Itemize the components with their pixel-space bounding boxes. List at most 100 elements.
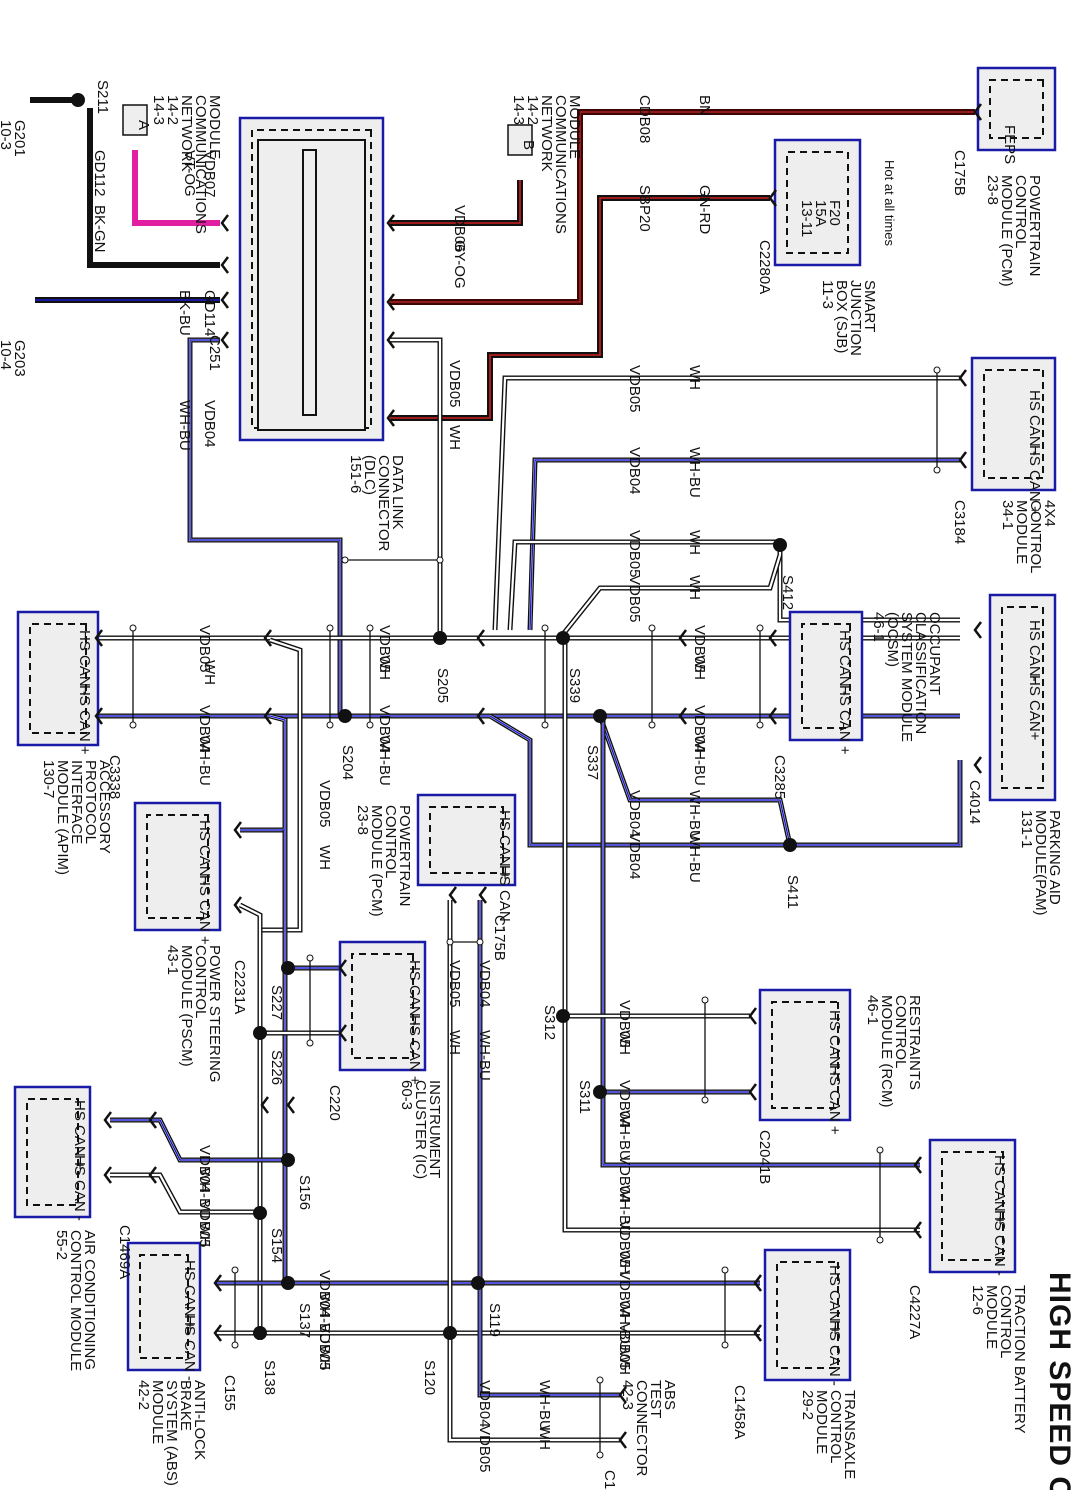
module-rcm-inner	[771, 1001, 839, 1109]
pin-arrow	[220, 214, 229, 232]
pin-function-label: HS CAN +	[1026, 445, 1043, 515]
splice-label-s120: S120	[421, 1360, 438, 1395]
module-name-sjb: SMART	[861, 280, 878, 332]
wire-color-label: WH-BU	[176, 400, 193, 451]
pin-arrow	[94, 707, 103, 725]
splice-s138	[253, 1326, 267, 1340]
pin-arrow	[148, 1111, 157, 1129]
wire-vdb04-dlc6-stripe	[189, 339, 341, 715]
module-name-pam: MODULE(PAM)	[1032, 810, 1049, 916]
pin-arrow	[220, 331, 229, 349]
pin-function-label: HS CAN -	[826, 1010, 843, 1076]
module-name-ocsm: (OCSM)	[884, 612, 901, 667]
module-name-rcm: 46-1	[864, 995, 881, 1025]
wire-color-label: WH	[446, 1030, 463, 1055]
splice-label-s137: S137	[296, 1303, 313, 1338]
pin-function-label: HS CAN -	[71, 1155, 88, 1221]
module-name-ocsm: SYSTEM MODULE	[898, 612, 915, 742]
wire-vdb05-vert-core	[239, 904, 262, 1340]
module-pcm-feps-inner	[989, 79, 1044, 139]
wire-color-label: WH	[376, 655, 393, 680]
module-name-dlc: CONNECTOR	[375, 455, 392, 552]
wire-circuit-label: VDB05	[446, 360, 463, 408]
wire-circuit-label: VDB05	[316, 780, 333, 828]
pin-function-label: HS CAN +	[76, 685, 93, 755]
module-name-apim: ACCESSORY	[96, 760, 113, 854]
pin-label-feps: FEPS	[1001, 125, 1018, 164]
module-name-sjb: BOX (SJB)	[833, 280, 850, 353]
wire-circuit-label: VDB04	[616, 1270, 633, 1318]
wire-vdb05-dlc14-core	[390, 338, 442, 640]
twisted-pair-end	[476, 938, 484, 946]
twisted-pair-end	[366, 624, 374, 632]
wire-vdb04-4x4-stripe	[529, 459, 960, 631]
pin-function-label: HS CAN +	[826, 1265, 843, 1335]
wire-circuit-label: VDB07	[201, 150, 218, 198]
pin-function-label: HS CAN -	[196, 820, 213, 886]
wire-circuit-label: CDB08	[636, 95, 653, 143]
module-name-abs: MODULE	[149, 1380, 166, 1444]
connector-id-ic: C220	[326, 1085, 343, 1121]
module-name-dlc: DATA LINK	[389, 455, 406, 529]
module-4x4	[970, 356, 1057, 492]
wire-circuit-label: VDB04	[376, 705, 393, 753]
wire-color-label: BN	[696, 95, 713, 116]
wire-color-label: GN-RD	[696, 185, 713, 234]
splice-s312	[556, 1009, 570, 1023]
module-apim-inner	[29, 623, 87, 734]
twisted-pair-end	[541, 721, 549, 729]
marks-layer	[71, 93, 982, 1459]
pin-arrow	[618, 1431, 627, 1449]
reference-tag-b	[507, 124, 533, 156]
wire-circuit-label: VDB04	[626, 447, 643, 495]
wire-circuit-label: VDB05	[446, 960, 463, 1008]
wire-vdb05-accm	[110, 1172, 260, 1215]
splice-label-s156: S156	[296, 1175, 313, 1210]
hot-at-all-times-label: Hot at all times	[882, 160, 897, 246]
splice-s339	[556, 631, 570, 645]
wire-color-label: WH	[536, 1425, 553, 1450]
splice-label-s154: S154	[268, 1228, 285, 1263]
module-name-dlc: (DLC)	[361, 455, 378, 495]
wire-color-label: WH-BU	[196, 735, 213, 786]
splice-s226	[253, 1026, 267, 1040]
twisted-pair-end	[231, 1266, 239, 1274]
wire-color-label: BK-GN	[91, 205, 108, 253]
reference-text: MODULE	[206, 95, 223, 159]
connector-id-pscm: C2231A	[231, 960, 248, 1014]
wire-color-label: WH-BU	[476, 1030, 493, 1081]
wire-color-label: WH	[616, 1030, 633, 1055]
pin-arrow	[260, 1096, 269, 1114]
twisted-pair-end	[876, 1146, 884, 1154]
wire-color-label: WH	[616, 1350, 633, 1375]
module-pam	[988, 593, 1057, 802]
pin-arrow	[94, 629, 103, 647]
module-name-tcm: TRANSAXLE	[841, 1390, 858, 1479]
splice-s137	[281, 1276, 295, 1290]
module-name-ic: 60-3	[398, 1080, 415, 1110]
module-name-4x4: 4X4	[1041, 500, 1058, 527]
wire-color-label: WH-BU	[616, 1110, 633, 1161]
reference-text: COMMUNICATIONS	[552, 95, 569, 234]
wire-circuit-label: VDB05	[196, 1200, 213, 1248]
module-name-apim: INTERFACE	[68, 760, 85, 844]
module-name-apim: PROTOCOL	[82, 760, 99, 844]
wire-circuit-label: VDB05	[616, 1323, 633, 1371]
module-ic-inner	[351, 953, 414, 1059]
wire-circuit-label: VDB06	[451, 205, 468, 253]
wire-color-label: WH-BU	[376, 735, 393, 786]
twisted-pair-end	[326, 624, 334, 632]
connector-id-abs: C155	[221, 1375, 238, 1411]
pin-arrow	[103, 1166, 112, 1184]
pin-arrow	[768, 189, 777, 207]
module-name-pcm_can: POWERTRAIN	[396, 805, 413, 906]
pin-arrow	[386, 409, 395, 427]
splice-s412	[773, 538, 787, 552]
module-name-tcm: MODULE	[813, 1390, 830, 1454]
pin-arrow	[753, 1324, 762, 1342]
module-name-tbcm: 12-6	[969, 1285, 986, 1315]
pin-function-label: HS CAN -	[406, 960, 423, 1026]
wire-vdb05-4x4-core	[493, 376, 960, 631]
module-name-abs_test: ABS	[661, 1380, 678, 1410]
module-accm	[13, 1085, 92, 1219]
